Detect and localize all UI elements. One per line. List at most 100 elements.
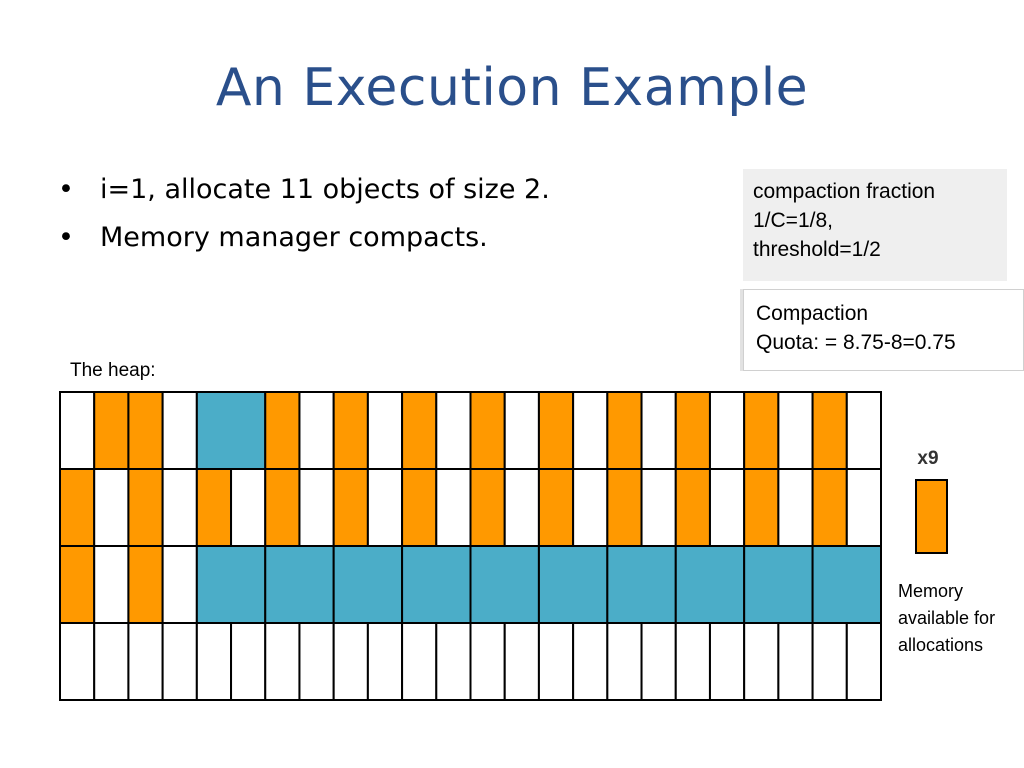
heap-cell-free	[435, 622, 472, 701]
heap-cell-free	[332, 622, 369, 701]
heap-cell-free	[59, 622, 96, 701]
heap-cell-free	[127, 622, 164, 701]
heap-cell-allocated	[743, 391, 780, 470]
heap-cell-allocated	[674, 391, 711, 470]
available-memory-block	[915, 479, 948, 554]
heap-cell-allocated	[537, 468, 575, 547]
heap-cell-free	[93, 622, 130, 701]
heap-cell-free	[606, 622, 643, 701]
heap-cell-allocated	[127, 391, 164, 470]
heap-cell-allocated	[264, 468, 301, 547]
heap-grid	[59, 391, 882, 701]
heap-cell-free	[298, 391, 335, 470]
heap-cell-allocated	[401, 468, 438, 547]
bullet-list: i=1, allocate 11 objects of size 2. Memo…	[58, 166, 550, 262]
heap-cell-free	[93, 545, 130, 624]
heap-cell-allocated	[59, 545, 96, 624]
heap-cell-free	[572, 391, 609, 470]
heap-cell-free	[161, 468, 198, 547]
heap-cell-free	[435, 468, 472, 547]
heap-cell-free	[777, 391, 814, 470]
heap-cell-free	[195, 622, 233, 701]
heap-cell-compacted	[674, 545, 746, 624]
info-line: 1/C=1/8,	[753, 209, 833, 232]
memory-label-line: available for	[898, 608, 996, 628]
heap-cell-compacted	[469, 545, 540, 624]
heap-cell-free	[161, 622, 198, 701]
heap-label: The heap:	[70, 360, 156, 381]
bullet-item: Memory manager compacts.	[58, 214, 550, 262]
heap-cell-free	[401, 622, 438, 701]
heap-cell-free	[366, 391, 404, 470]
heap-cell-free	[537, 622, 575, 701]
heap-cell-allocated	[332, 468, 369, 547]
heap-cell-free	[640, 468, 677, 547]
heap-cell-free	[811, 622, 848, 701]
heap-cell-free	[674, 622, 711, 701]
info-line: compaction fraction	[753, 180, 936, 203]
heap-cell-free	[469, 622, 506, 701]
heap-cell-allocated	[127, 545, 164, 624]
heap-cell-free	[640, 391, 677, 470]
info-line: threshold=1/2	[753, 238, 881, 261]
heap-cell-compacted	[264, 545, 335, 624]
heap-cell-free	[845, 391, 882, 470]
heap-cell-free	[503, 622, 540, 701]
quota-line: Quota: = 8.75-8=0.75	[756, 331, 956, 354]
heap-cell-compacted	[606, 545, 677, 624]
heap-cell-compacted	[811, 545, 882, 624]
heap-cell-free	[366, 468, 404, 547]
heap-cell-free	[708, 391, 746, 470]
heap-cell-free	[503, 391, 540, 470]
heap-cell-allocated	[469, 468, 506, 547]
compaction-quota-box: Compaction Quota: = 8.75-8=0.75	[743, 289, 1024, 371]
quota-line: Compaction	[756, 302, 869, 325]
heap-cell-free	[366, 622, 404, 701]
heap-cell-free	[845, 468, 882, 547]
heap-cell-compacted	[743, 545, 814, 624]
heap-cell-free	[161, 391, 198, 470]
heap-cell-free	[230, 622, 267, 701]
heap-cell-allocated	[811, 391, 848, 470]
heap-cell-allocated	[674, 468, 711, 547]
slide-title: An Execution Example	[215, 58, 809, 118]
heap-cell-free	[298, 622, 335, 701]
heap-cell-allocated	[743, 468, 780, 547]
heap-cell-allocated	[332, 391, 369, 470]
heap-cell-free	[845, 622, 882, 701]
heap-cell-allocated	[537, 391, 575, 470]
heap-cell-free	[503, 468, 540, 547]
heap-cell-allocated	[811, 468, 848, 547]
compaction-info-box: compaction fraction 1/C=1/8, threshold=1…	[743, 169, 1007, 281]
heap-cell-allocated	[264, 391, 301, 470]
heap-cell-free	[777, 468, 814, 547]
heap-cell-free	[777, 622, 814, 701]
memory-label-line: allocations	[898, 635, 984, 655]
heap-cell-free	[230, 468, 267, 547]
heap-cell-allocated	[195, 468, 233, 547]
heap-cell-allocated	[606, 468, 643, 547]
heap-cell-free	[572, 622, 609, 701]
heap-cell-free	[161, 545, 198, 624]
heap-cell-compacted	[537, 545, 609, 624]
heap-cell-free	[640, 622, 677, 701]
bullet-item: i=1, allocate 11 objects of size 2.	[58, 166, 550, 214]
heap-cell-free	[708, 468, 746, 547]
heap-cell-free	[59, 391, 96, 470]
heap-cell-compacted	[401, 545, 472, 624]
heap-cell-free	[93, 468, 130, 547]
memory-label-line: Memory	[898, 581, 964, 601]
heap-cell-allocated	[469, 391, 506, 470]
heap-cell-free	[264, 622, 301, 701]
heap-cell-free	[708, 622, 746, 701]
heap-cell-free	[572, 468, 609, 547]
heap-cell-compacted	[332, 545, 404, 624]
heap-cell-free	[298, 468, 335, 547]
memory-available-label: Memory available for allocations	[898, 578, 995, 659]
count-badge: x9	[917, 448, 939, 469]
heap-cell-free	[435, 391, 472, 470]
heap-cell-free	[743, 622, 780, 701]
heap-cell-allocated	[127, 468, 164, 547]
heap-cell-allocated	[59, 468, 96, 547]
heap-cell-compacted	[195, 391, 267, 470]
